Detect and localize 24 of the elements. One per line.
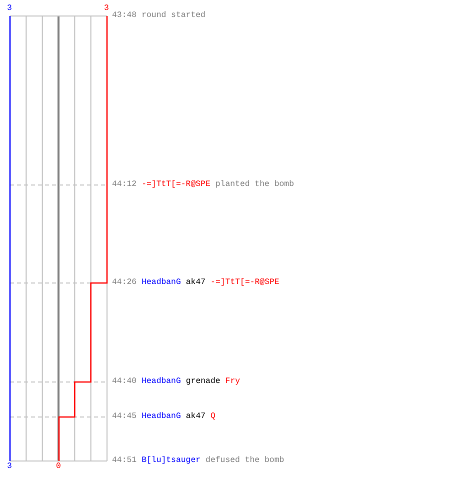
player-name: -=]TtT[=-R@SPE <box>142 181 210 190</box>
weapon-name: ak47 <box>186 413 206 422</box>
count-label: 0 <box>56 463 61 472</box>
timestamp: 44:12 <box>112 181 137 190</box>
weapon-name: grenade <box>186 378 220 386</box>
timestamp: 44:51 <box>112 457 137 466</box>
player-name: -=]TtT[=-R@SPE <box>210 279 280 288</box>
count-label: 3 <box>7 463 12 472</box>
event-text: defused the bomb <box>206 457 284 466</box>
timestamp: 44:26 <box>112 279 137 288</box>
timestamp: 44:40 <box>112 378 137 386</box>
timestamp: 44:45 <box>112 413 137 422</box>
timestamp: 43:48 <box>112 12 137 20</box>
player-name: Q <box>210 413 216 422</box>
player-name: B[lu]tsauger <box>142 457 201 466</box>
player-name: HeadbanG <box>142 279 181 288</box>
event-text: round started <box>142 12 206 20</box>
count-label: 3 <box>7 5 12 14</box>
player-name: Fry <box>225 378 240 386</box>
event-text: planted the bomb <box>215 181 294 190</box>
player-name: HeadbanG <box>142 413 181 422</box>
weapon-name: ak47 <box>186 279 206 288</box>
count-label: 3 <box>104 5 109 14</box>
player-name: HeadbanG <box>142 378 181 386</box>
